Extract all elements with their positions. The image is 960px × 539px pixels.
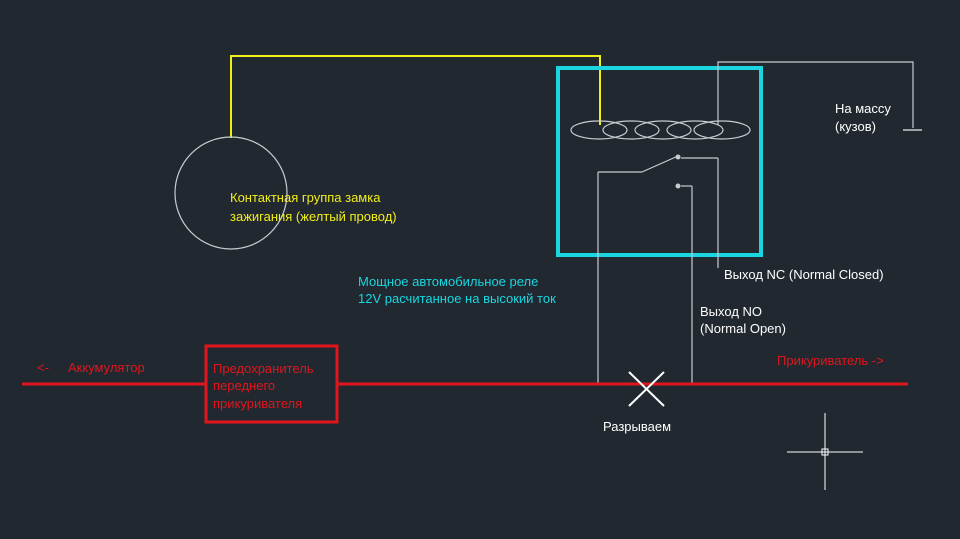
relay-label-line2: 12V расчитанное на высокий ток <box>358 291 556 306</box>
no-contact-dot <box>675 183 681 189</box>
break-label: Разрываем <box>603 419 671 434</box>
fuse-label-line1: Предохранитель <box>213 361 314 376</box>
cad-crosshair-cursor[interactable] <box>787 413 863 490</box>
fuse-label-line3: прикуривателя <box>213 396 302 411</box>
relay-label-line1: Мощное автомобильное реле <box>358 274 538 289</box>
relay-switch <box>597 155 719 384</box>
nc-contact-dot <box>675 154 681 160</box>
ground-label-line1: На массу <box>835 101 891 116</box>
ignition-label-line2: зажигания (желтый провод) <box>230 209 397 224</box>
relay-coil <box>570 120 751 140</box>
battery-label: Аккумулятор <box>68 360 145 375</box>
ground-wire <box>717 61 914 128</box>
no-output-label-line1: Выход NO <box>700 304 762 319</box>
ignition-wire <box>230 55 601 138</box>
no-output-label-line2: (Normal Open) <box>700 321 786 336</box>
ignition-switch-circle <box>174 136 288 250</box>
ground-label-line2: (кузов) <box>835 119 876 134</box>
ignition-label-line1: Контактная группа замка <box>230 190 381 205</box>
relay-box <box>556 66 763 257</box>
lighter-label: Прикуриватель -> <box>777 353 884 368</box>
fuse-box <box>204 344 339 424</box>
break-cross <box>628 371 665 407</box>
battery-arrow: <- <box>37 360 49 375</box>
fuse-label-line2: переднего <box>213 378 275 393</box>
nc-output-label: Выход NC (Normal Closed) <box>724 267 884 282</box>
